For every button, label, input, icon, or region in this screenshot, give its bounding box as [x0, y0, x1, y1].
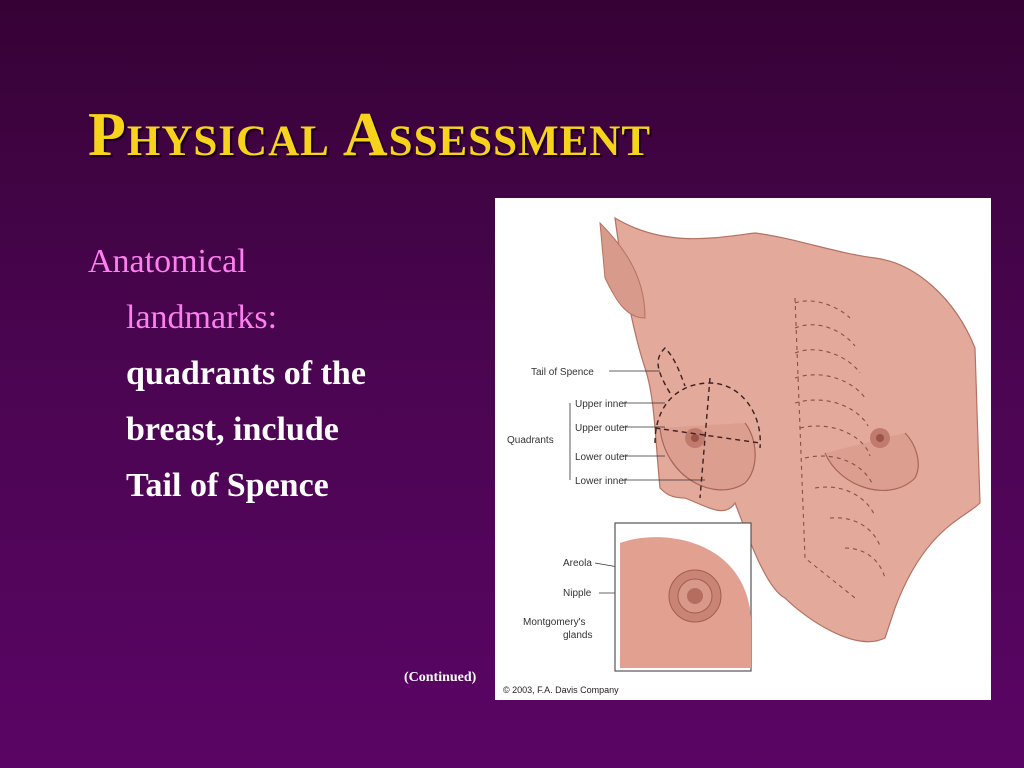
bullet-lead-line1: Anatomical	[88, 243, 247, 280]
inset-nipple	[687, 588, 703, 604]
label-upper-inner: Upper inner	[575, 399, 628, 410]
continued-label: (Continued)	[404, 670, 477, 685]
bullet-body-line4: breast, include	[126, 411, 339, 448]
left-nipple	[691, 434, 699, 442]
label-upper-outer: Upper outer	[575, 423, 628, 434]
label-lower-outer: Lower outer	[575, 452, 628, 463]
anatomy-illustration: Tail of Spence Upper inner Upper outer Q…	[495, 198, 991, 700]
label-areola: Areola	[563, 558, 592, 569]
ribs-outline	[794, 297, 886, 599]
bullet-lead-line2: landmarks:	[126, 299, 278, 336]
right-breast-shape	[824, 432, 919, 492]
bullet-item: Anatomical	[88, 234, 488, 290]
anatomy-svg: Tail of Spence Upper inner Upper outer Q…	[503, 216, 981, 695]
copyright-text: © 2003, F.A. Davis Company	[503, 685, 619, 695]
slide-title: Physical Assessment	[88, 101, 651, 169]
label-montgomery-2: glands	[563, 630, 592, 641]
bullet-body-line3: quadrants of the	[126, 355, 366, 392]
label-quadrants: Quadrants	[507, 435, 554, 446]
torso-shape	[614, 216, 981, 643]
bullet-body-line5: Tail of Spence	[126, 467, 329, 504]
left-breast-shape	[659, 422, 756, 491]
bullet-list: Anatomical landmarks: quadrants of the b…	[88, 234, 488, 514]
label-tail-of-spence: Tail of Spence	[531, 367, 594, 378]
right-nipple	[876, 434, 884, 442]
label-nipple: Nipple	[563, 588, 592, 599]
tail-of-spence-outline	[657, 347, 686, 394]
quadrant-vertical	[699, 377, 711, 499]
label-lower-inner: Lower inner	[575, 476, 628, 487]
arm-shape	[599, 221, 646, 319]
label-montgomery-1: Montgomery's	[523, 617, 586, 628]
